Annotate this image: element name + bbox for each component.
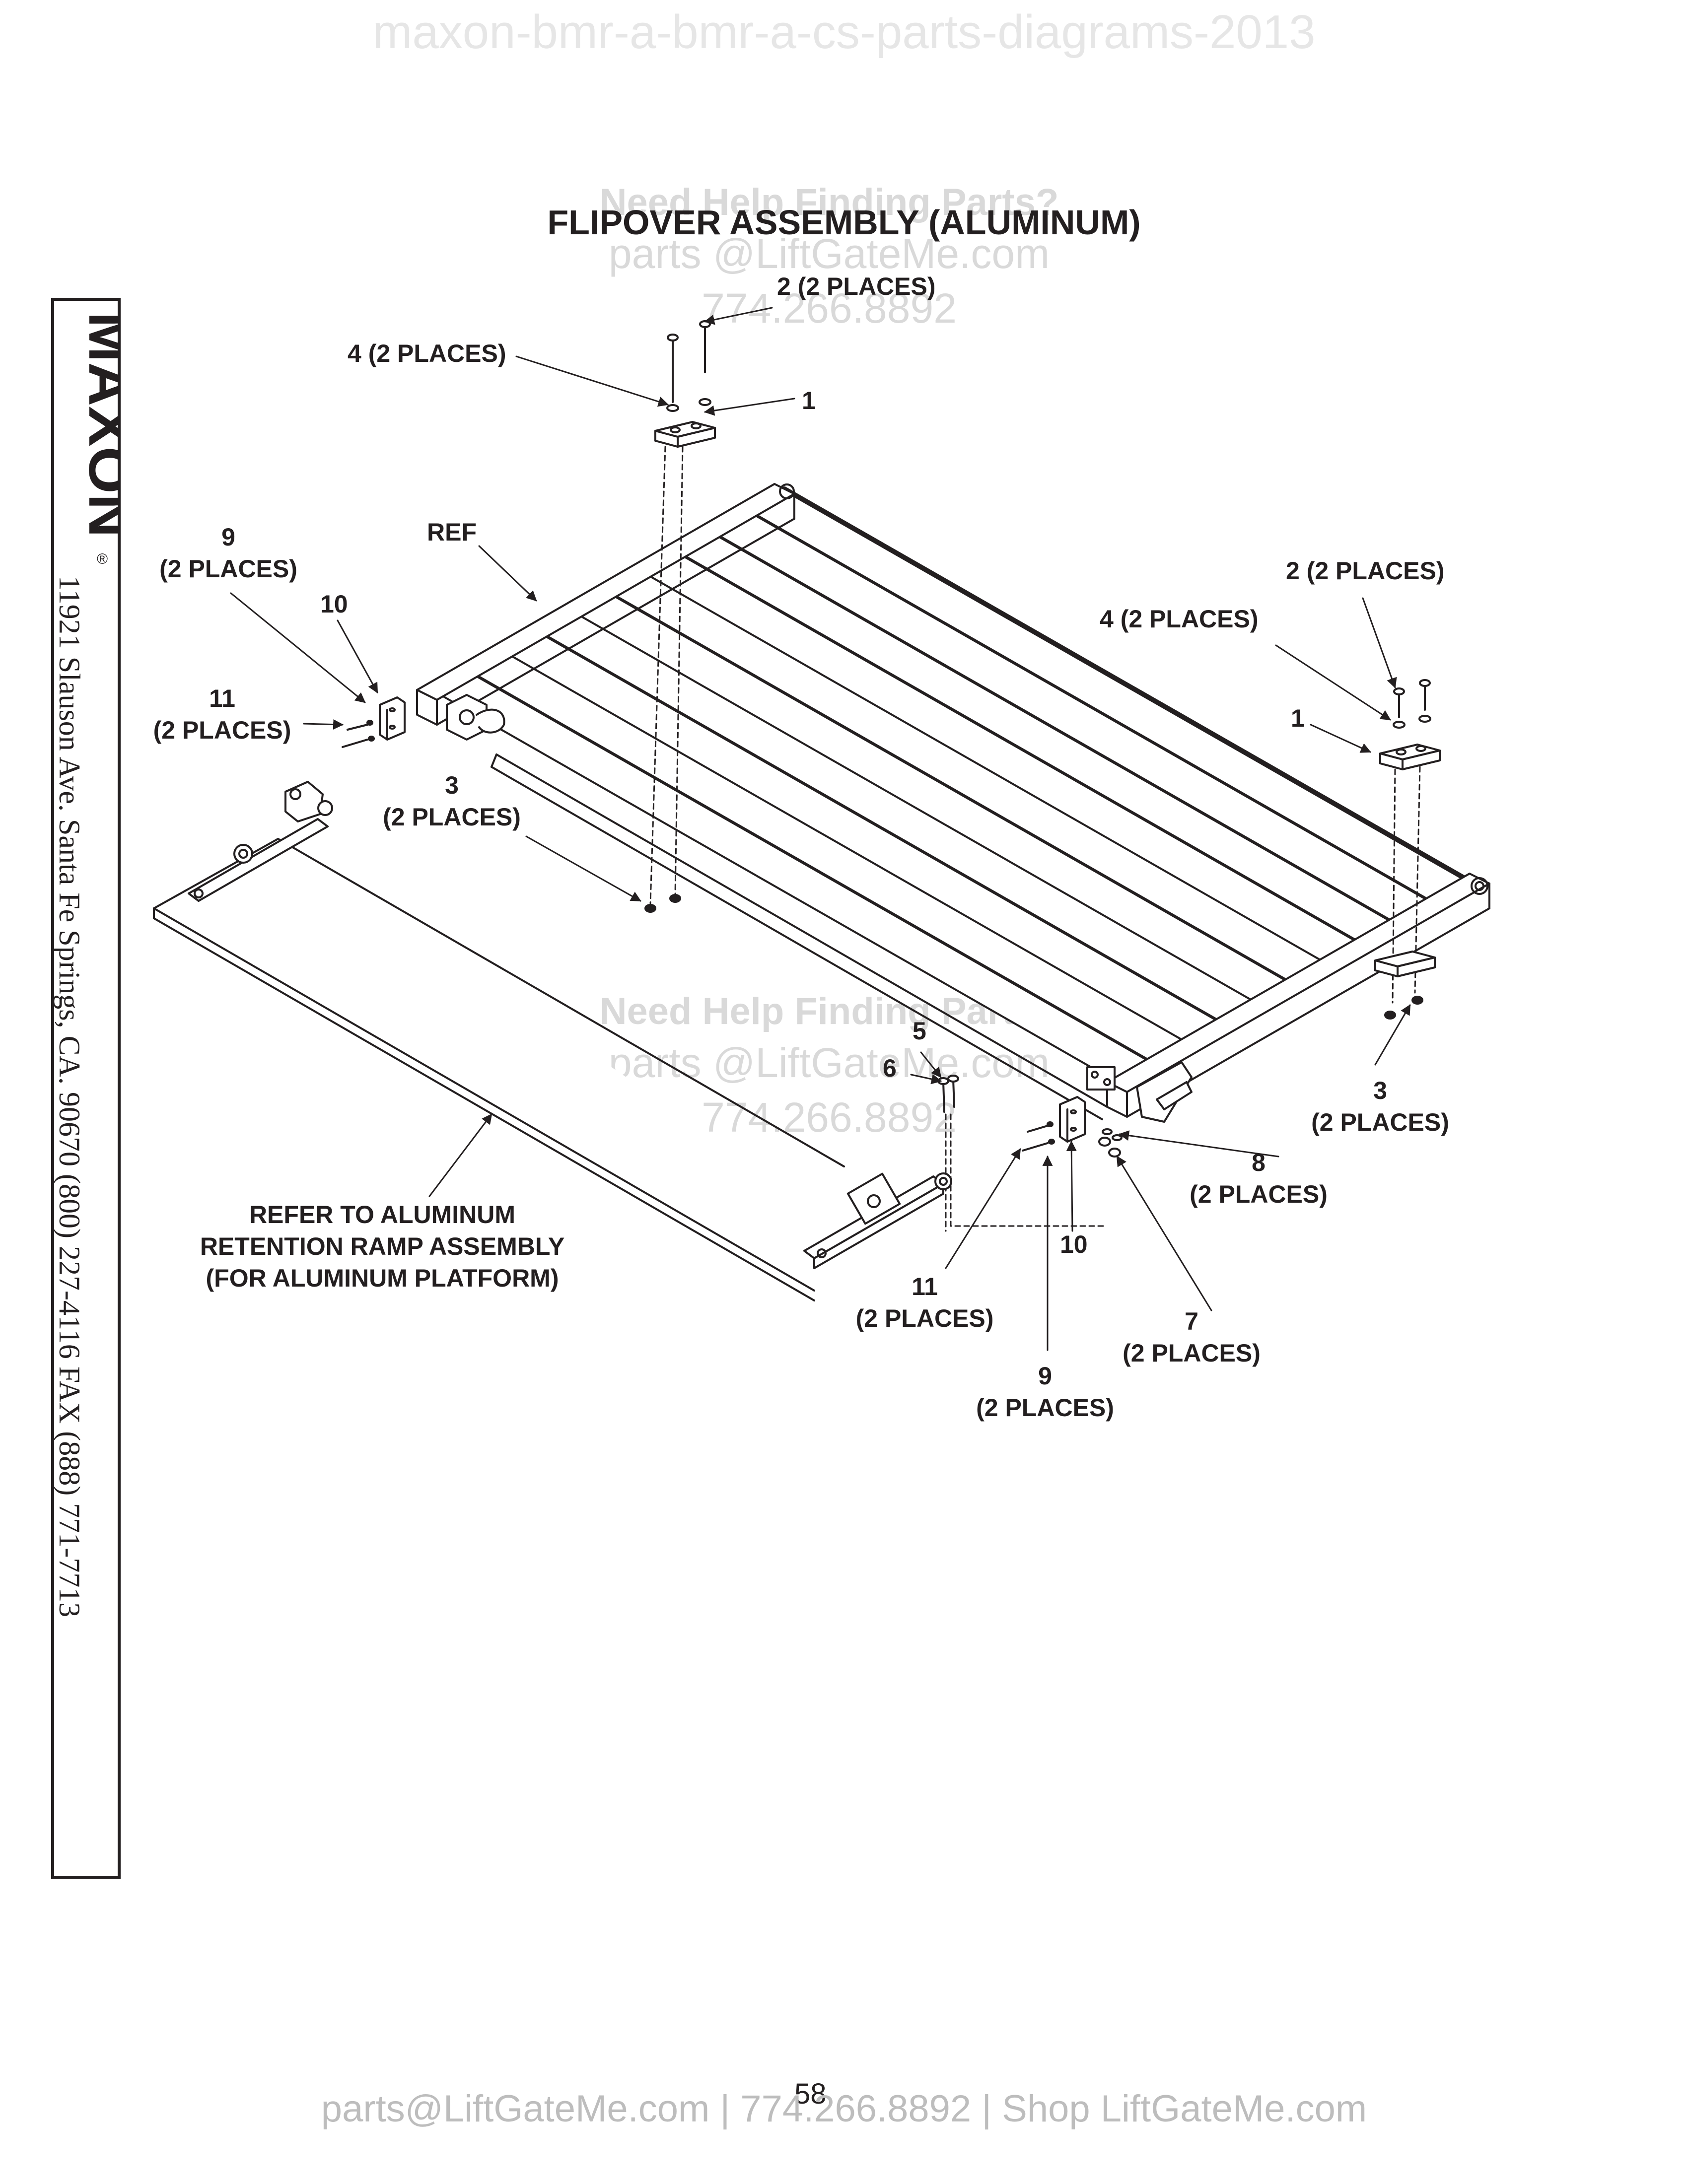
nuts-left [644, 894, 681, 913]
callout-3-right: 3 (2 PLACES) [1303, 1075, 1457, 1138]
callout-places: (2 PLACES) [1123, 1339, 1261, 1367]
callout-2-right: 2 (2 PLACES) [1286, 557, 1445, 585]
callout-number: 9 [221, 523, 235, 551]
callout-5: 5 [913, 1017, 926, 1045]
callout-places: (2 PLACES) [976, 1394, 1114, 1422]
callout-4-top: 4 (2 PLACES) [348, 340, 506, 367]
callout-11-left: 11 (2 PLACES) [146, 682, 298, 746]
callout-ref: REF [427, 518, 477, 546]
platform-deck [431, 486, 1472, 1083]
bumper-block-left [342, 696, 406, 748]
callout-number: 3 [1373, 1077, 1387, 1104]
maxon-logo-text: MAXON [76, 312, 119, 538]
help-watermark-top: Need Help Finding Parts? parts @LiftGate… [556, 179, 1102, 336]
callout-6: 6 [883, 1054, 897, 1082]
callout-places: (2 PLACES) [159, 555, 297, 583]
callout-11-bottom: 11 (2 PLACES) [849, 1271, 1000, 1334]
callout-1-right: 1 [1291, 704, 1305, 732]
callout-places: (2 PLACES) [1311, 1108, 1449, 1136]
callout-number: 3 [445, 771, 459, 799]
callout-places: (2 PLACES) [153, 716, 291, 744]
ramp-reference-note: REFER TO ALUMINUM RETENTION RAMP ASSEMBL… [179, 1199, 586, 1294]
callout-9-bottom: 9 (2 PLACES) [968, 1360, 1122, 1424]
bumper-block-right [937, 1075, 1123, 1232]
help-heading: Need Help Finding Parts? [599, 181, 1059, 223]
leader-lines [230, 307, 1411, 1351]
sidebar-frame [51, 298, 121, 1879]
callout-number: 11 [912, 1273, 938, 1300]
page-number: 58 [794, 2078, 827, 2110]
torsion-tube [491, 753, 1108, 1120]
callout-number: 9 [1038, 1362, 1052, 1390]
help-phone: 774.266.8892 [702, 1094, 957, 1141]
ramp-note-line: (FOR ALUMINUM PLATFORM) [206, 1264, 559, 1292]
callout-number: 7 [1185, 1307, 1198, 1335]
callout-places: (2 PLACES) [1190, 1180, 1328, 1208]
spacer-plate-right-lower [1374, 951, 1436, 977]
footer-contact: parts@LiftGateMe.com | 774.266.8892 | Sh… [321, 2088, 1367, 2130]
help-email: parts @LiftGateMe.com [608, 230, 1050, 277]
callout-9-left: 9 (2 PLACES) [154, 521, 303, 585]
side-rail-left [416, 483, 795, 726]
retention-ramp [153, 781, 952, 1301]
callout-10-left: 10 [320, 590, 348, 618]
spacer-plate-right [1379, 679, 1441, 1004]
page-title: FLIPOVER ASSEMBLY (ALUMINUM) [547, 203, 1141, 242]
spacer-plate-top [649, 320, 716, 904]
help-phone: 774.266.8892 [702, 285, 957, 332]
registered-mark: ® [97, 551, 108, 567]
callout-3-left: 3 (2 PLACES) [375, 769, 529, 833]
maxon-logo: MAXON [76, 312, 119, 538]
ramp-note-line: RETENTION RAMP ASSEMBLY [200, 1232, 565, 1260]
callout-number: 11 [209, 684, 235, 712]
callout-2-top: 2 (2 PLACES) [777, 273, 936, 300]
help-watermark-middle: Need Help Finding Parts? parts @LiftGate… [556, 988, 1102, 1145]
callout-number: 8 [1252, 1149, 1266, 1176]
hinge-bracket-right [1086, 1061, 1193, 1123]
callout-4-right: 4 (2 PLACES) [1100, 605, 1259, 633]
callout-7: 7 (2 PLACES) [1115, 1305, 1268, 1369]
callout-places: (2 PLACES) [383, 803, 521, 831]
ramp-note-line: REFER TO ALUMINUM [249, 1201, 516, 1228]
document-watermark: maxon-bmr-a-bmr-a-cs-parts-diagrams-2013 [372, 5, 1316, 59]
callout-places: (2 PLACES) [855, 1304, 994, 1332]
callout-10-bottom: 10 [1060, 1230, 1088, 1258]
callout-1-top: 1 [802, 387, 816, 414]
callout-8: 8 (2 PLACES) [1182, 1147, 1336, 1210]
hinge-bracket-left [446, 694, 505, 741]
nuts-right [1384, 996, 1423, 1020]
